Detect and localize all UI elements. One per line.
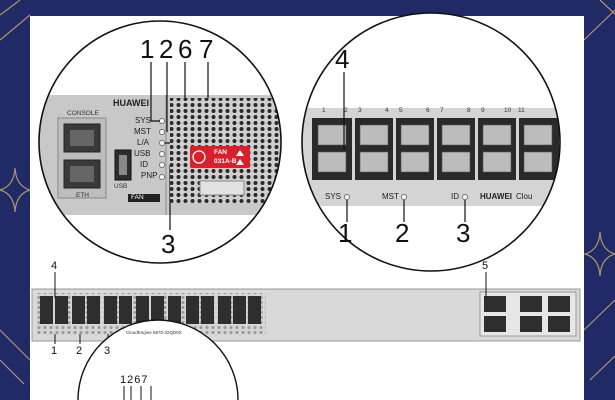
port-num-1: 1: [322, 107, 326, 114]
bottom-zoom-drawing: [77, 319, 239, 400]
callout-2-right: 2: [395, 218, 410, 248]
led-pnp-dot: [159, 174, 165, 180]
panel-callout-5: 5: [482, 260, 489, 272]
callout-6-left: 6: [178, 34, 193, 64]
led-id-dot: [159, 162, 165, 168]
callout-4-right: 4: [335, 44, 350, 74]
callout-3-left: 3: [161, 229, 176, 259]
right-led-sys-dot: [344, 194, 350, 200]
port-num-5: 5: [399, 107, 403, 114]
led-usb-label: USB: [134, 149, 151, 158]
console-label: CONSOLE: [67, 110, 99, 117]
fan-badge-text-1: FAN: [214, 149, 227, 156]
port-num-8: 8: [467, 107, 471, 114]
led-la-label: L/A: [137, 138, 150, 147]
port-num-4: 4: [385, 107, 389, 114]
led-mst-label: MST: [134, 127, 151, 136]
led-sys-dot: [159, 118, 165, 124]
right-led-mst-label: MST: [382, 192, 399, 201]
port-num-3: 3: [358, 107, 362, 114]
right-led-id-label: ID: [451, 192, 459, 201]
port-num-10: 10: [504, 107, 512, 114]
usb-symbol-label: USB: [114, 183, 128, 190]
port-num-11: 11: [518, 107, 525, 114]
callout-7-left: 7: [199, 34, 214, 64]
ornament-right-star: [582, 231, 615, 277]
fan-badge-text-2: 031A-B: [214, 158, 237, 165]
right-zoom-circle: [301, 12, 561, 272]
panel-callout-3: 3: [104, 345, 111, 357]
led-la-dot: [159, 140, 165, 146]
port-num-9: 9: [481, 107, 485, 114]
ornament-left-star: [0, 167, 33, 213]
right-led-mst-dot: [401, 194, 407, 200]
led-mst-dot: [159, 129, 165, 135]
led-pnp-label: PNP: [141, 171, 158, 180]
callout-2-left: 2: [159, 34, 174, 64]
brand-huawei-left: HUAWEI: [113, 98, 149, 108]
fan-module-label: FAN: [131, 194, 144, 201]
port-num-6: 6: [426, 107, 430, 114]
panel-callout-2: 2: [76, 345, 83, 357]
brand-huawei-right: HUAWEI: [480, 192, 512, 201]
fan-badge: [190, 146, 250, 168]
right-led-sys-label: SYS: [325, 192, 342, 201]
port-num-2: 2: [344, 107, 348, 114]
right-led-id-dot: [462, 194, 468, 200]
led-sys-label: SYS: [135, 116, 152, 125]
panel-callout-4: 4: [51, 260, 58, 272]
callout-1-left: 1: [140, 34, 155, 64]
panel-callout-1: 1: [51, 345, 58, 357]
callout-1-right: 1: [338, 218, 353, 248]
port-num-7: 7: [440, 107, 444, 114]
bottom-callouts: 1267: [120, 374, 149, 386]
eth-label: ETH: [76, 192, 89, 199]
left-zoom-circle: [38, 20, 282, 264]
panel-model-text: CloudEngine 6870-32QD8X: [126, 330, 182, 335]
ornament-top-left: [0, 0, 31, 41]
led-usb-dot: [159, 151, 165, 157]
callout-3-right: 3: [456, 218, 471, 248]
led-id-label: ID: [140, 160, 148, 169]
brand-suffix-right: Clou: [516, 192, 533, 201]
